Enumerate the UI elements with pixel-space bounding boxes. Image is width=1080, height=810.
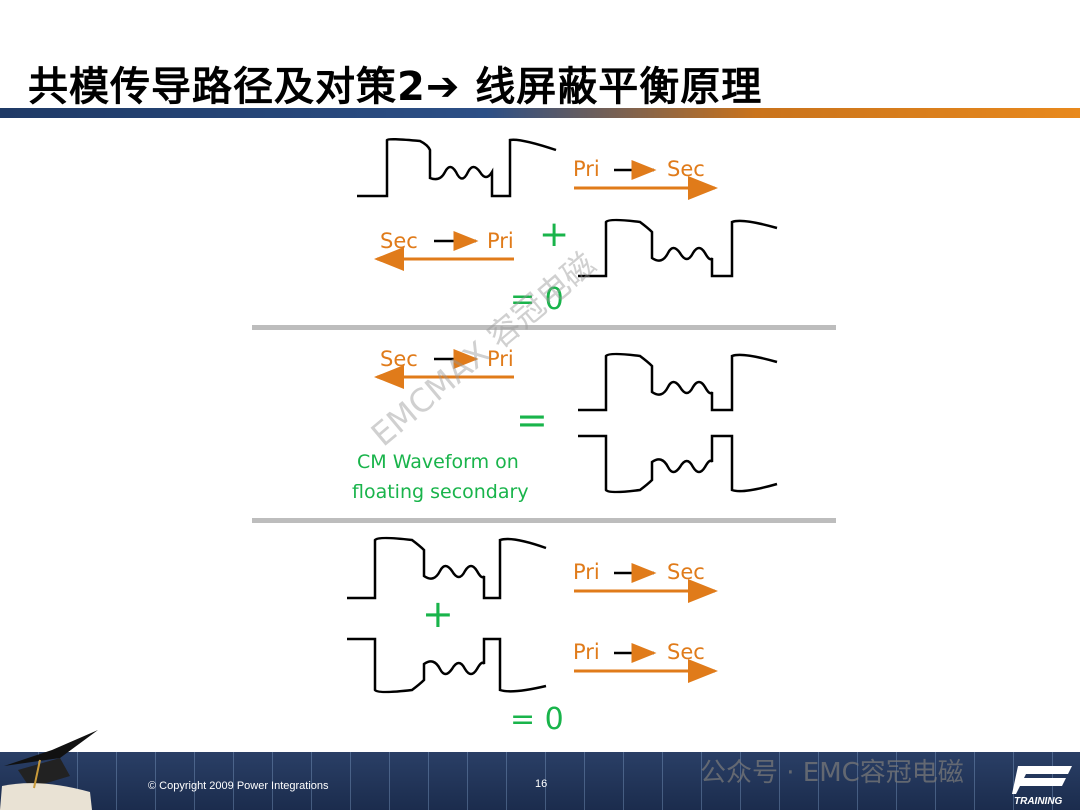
- arrow2-to-label: Sec: [667, 640, 705, 664]
- section-divider: [252, 325, 836, 330]
- waveform-2a: [578, 352, 778, 412]
- waveform-3b: [347, 637, 547, 694]
- footer-pattern: [0, 752, 1080, 810]
- arrow-from-label: Sec: [380, 347, 418, 371]
- waveform-1b: [578, 218, 778, 278]
- arrow1-to-label: Sec: [667, 157, 705, 181]
- copyright-text: © Copyright 2009 Power Integrations: [148, 780, 329, 792]
- waveform-3a: [347, 536, 547, 600]
- result-zero: = 0: [510, 702, 564, 737]
- arrow1-to-label: Sec: [667, 560, 705, 584]
- result-zero: = 0: [510, 282, 564, 317]
- plus-sign: +: [539, 214, 570, 255]
- arrow2-from-label: Pri: [573, 640, 600, 664]
- wechat-watermark: 公众号 · EMC容冠电磁: [700, 758, 964, 788]
- arrow2-to-label: Pri: [487, 229, 514, 253]
- arrow-to-label: Pri: [487, 347, 514, 371]
- arrow1-from-label: Pri: [573, 560, 600, 584]
- power-integrations-logo-icon: [1012, 766, 1072, 794]
- graduation-cap-icon: [0, 730, 98, 810]
- page-number: 16: [535, 778, 548, 790]
- arrow1-from-label: Pri: [573, 157, 600, 181]
- slide-title: 共模传导路径及对策2➔ 线屏蔽平衡原理: [28, 64, 763, 110]
- caption-line2: floating secondary: [352, 481, 529, 503]
- arrow2-from-label: Sec: [380, 229, 418, 253]
- caption-line1: CM Waveform on: [357, 451, 519, 473]
- waveform-2b: [578, 434, 778, 494]
- training-badge: TRAINING: [1014, 796, 1063, 807]
- section-divider: [252, 518, 836, 523]
- footer-bar: [0, 752, 1080, 810]
- plus-sign: +: [422, 592, 454, 636]
- waveform-1a: [357, 137, 557, 198]
- title-underline-bar: [0, 108, 1080, 118]
- equals-sign: =: [516, 398, 548, 442]
